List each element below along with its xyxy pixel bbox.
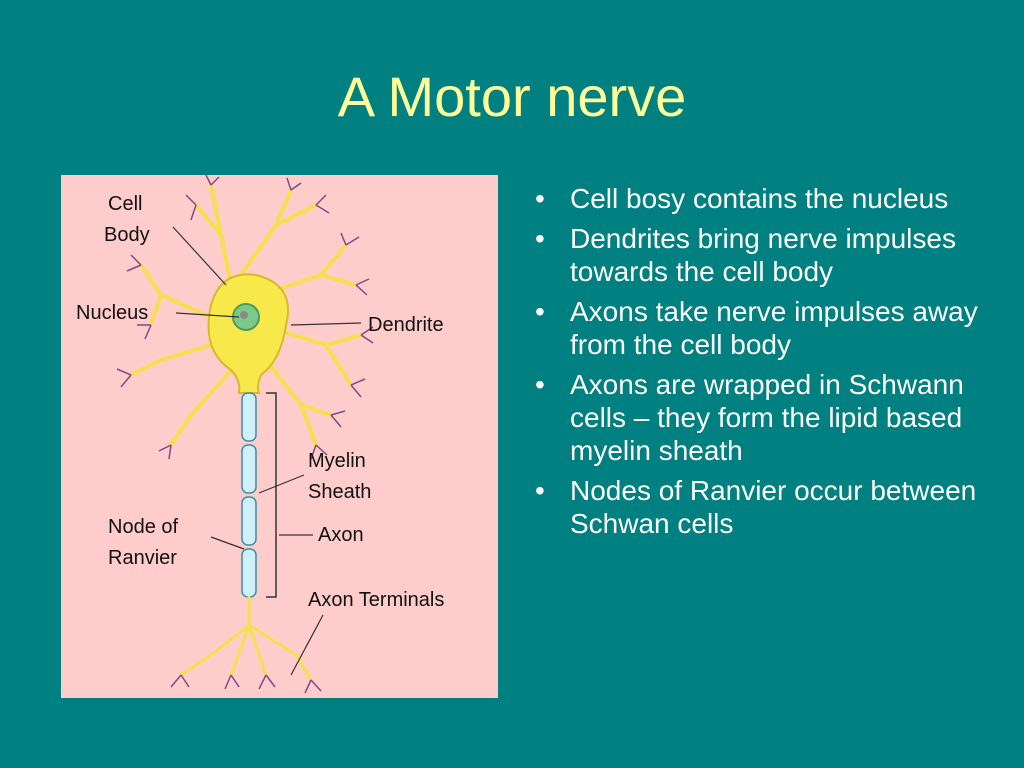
slide-title: A Motor nerve: [0, 62, 1024, 132]
bullet-text: Axons are wrapped in Schwann cells – the…: [570, 369, 964, 466]
motor-neuron-diagram: Cell Body Nucleus Dendrite Myelin Sheath…: [61, 175, 498, 698]
label-dendrite: Dendrite: [368, 313, 444, 337]
bullet-item: • Nodes of Ranvier occur between Schwan c…: [530, 474, 1000, 540]
bullet-marker: •: [535, 368, 545, 401]
bullet-text: Nodes of Ranvier occur between Schwan ce…: [570, 475, 976, 539]
bullet-item: • Axons take nerve impulses away from the…: [530, 295, 1000, 361]
label-nucleus: Nucleus: [76, 301, 148, 325]
bullet-text: Dendrites bring nerve impulses towards t…: [570, 223, 956, 287]
bullet-marker: •: [535, 295, 545, 328]
bullet-item: • Axons are wrapped in Schwann cells – th…: [530, 368, 1000, 467]
bullet-item: • Cell bosy contains the nucleus: [530, 182, 1000, 215]
bullet-text: Axons take nerve impulses away from the …: [570, 296, 978, 360]
neuron-illustration: [61, 175, 498, 698]
label-cell-body-line2: Body: [104, 223, 150, 247]
label-node-line2: Ranvier: [108, 546, 177, 570]
label-node-line1: Node of: [108, 515, 178, 539]
bullet-list: • Cell bosy contains the nucleus • Dendrit…: [530, 182, 1000, 547]
label-axon: Axon: [318, 523, 364, 547]
label-cell-body-line1: Cell: [108, 192, 142, 216]
label-myelin-line1: Myelin: [308, 449, 366, 473]
bullet-text: Cell bosy contains the nucleus: [570, 183, 948, 214]
bullet-marker: •: [535, 222, 545, 255]
label-myelin-line2: Sheath: [308, 480, 371, 504]
myelin-segments: [242, 393, 256, 597]
axon-bracket: [266, 393, 276, 597]
bullet-marker: •: [535, 182, 545, 215]
bullet-marker: •: [535, 474, 545, 507]
axon-terminals-shape: [181, 597, 311, 680]
bullet-item: • Dendrites bring nerve impulses towards …: [530, 222, 1000, 288]
label-axon-terminals: Axon Terminals: [308, 588, 444, 612]
